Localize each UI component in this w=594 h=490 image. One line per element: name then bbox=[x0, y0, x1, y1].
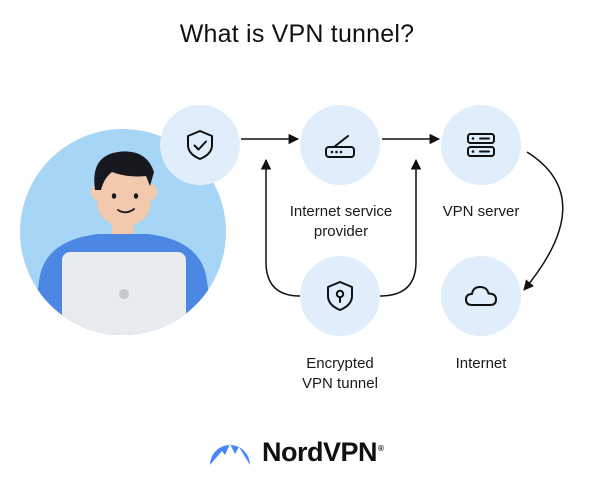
arrow-server-to-internet bbox=[523, 151, 564, 291]
shield-check-icon bbox=[187, 130, 213, 160]
tunnel-node bbox=[300, 256, 380, 336]
shield-lock-icon bbox=[327, 281, 353, 311]
page-title: What is VPN tunnel? bbox=[179, 20, 415, 48]
tunnel-label: Encrypted VPN tunnel bbox=[265, 354, 415, 394]
isp-node bbox=[300, 105, 380, 185]
cloud-icon bbox=[465, 286, 497, 306]
vpn-server-node bbox=[441, 105, 521, 185]
isp-label-line1: Internet service bbox=[289, 203, 393, 220]
internet-node bbox=[441, 256, 521, 336]
registered-mark: ® bbox=[378, 443, 384, 453]
isp-label-line2: provider bbox=[313, 223, 369, 240]
isp-label: Internet service provider bbox=[255, 202, 427, 242]
user-shield-node bbox=[160, 105, 240, 185]
router-icon bbox=[325, 135, 355, 158]
tunnel-label-line2: VPN tunnel bbox=[302, 375, 378, 392]
arrow-tunnel-to-server-side bbox=[379, 158, 422, 297]
vpn-server-label: VPN server bbox=[442, 203, 520, 220]
nordvpn-logo: NordVPN® bbox=[206, 428, 384, 476]
arrow-tunnel-to-user-side bbox=[260, 158, 301, 297]
nordvpn-mountain-logo bbox=[210, 444, 250, 465]
internet-label: Internet bbox=[455, 355, 507, 372]
brand-name: NordVPN® bbox=[262, 436, 384, 467]
server-icon bbox=[467, 133, 495, 157]
tunnel-label-line1: Encrypted bbox=[306, 355, 374, 372]
